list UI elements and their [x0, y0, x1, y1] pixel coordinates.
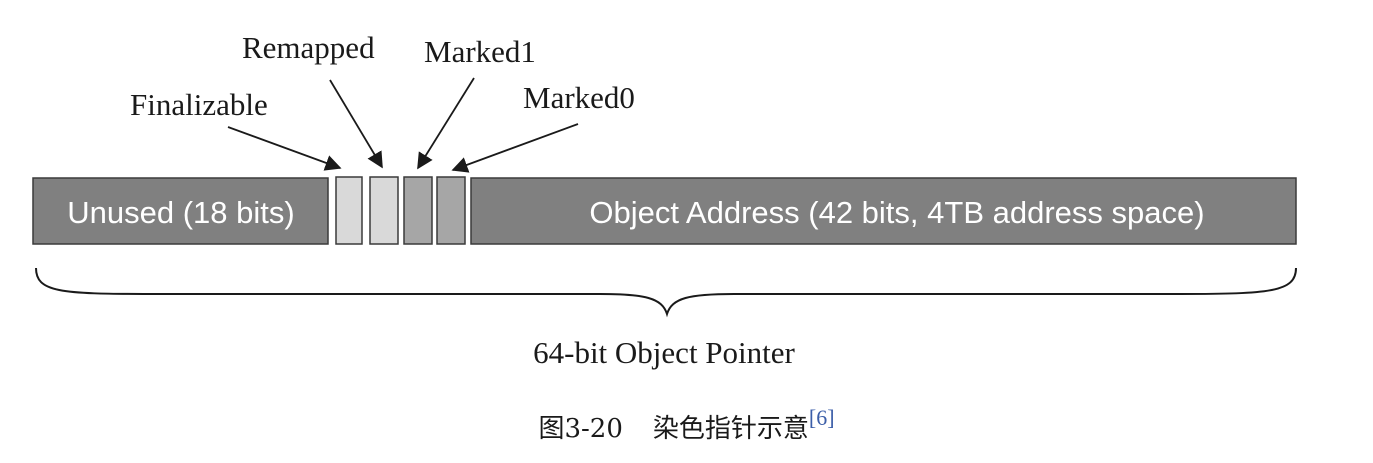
- marked0-bit: [436, 176, 466, 245]
- finalizable-label: Finalizable: [130, 87, 268, 122]
- marked1-bit: [403, 176, 433, 245]
- unused-segment: [32, 177, 329, 245]
- figure-number: 图3-20: [538, 414, 623, 444]
- remapped-arrow: [329, 79, 383, 169]
- remapped-bit: [369, 176, 399, 245]
- remapped-label: Remapped: [242, 30, 375, 65]
- figure-title: 染色指针示意: [652, 414, 809, 444]
- finalizable-bit: [335, 176, 363, 245]
- marked1-label: Marked1: [424, 34, 536, 69]
- marked1-arrow: [417, 77, 475, 170]
- marked0-label: Marked0: [523, 80, 635, 115]
- finalizable-arrow: [227, 126, 342, 171]
- unused-label: Unused (18 bits): [67, 195, 294, 230]
- reference-link[interactable]: [6]: [808, 405, 835, 430]
- object-address-label: Object Address (42 bits, 4TB address spa…: [589, 195, 1204, 230]
- marked0-arrow: [451, 123, 579, 173]
- figure-caption: 图3-20 染色指针示意[6]: [0, 405, 1373, 445]
- pointer-brace: [35, 267, 1297, 318]
- pointer-size-label: 64-bit Object Pointer: [533, 335, 795, 370]
- object-address-segment: [470, 177, 1297, 245]
